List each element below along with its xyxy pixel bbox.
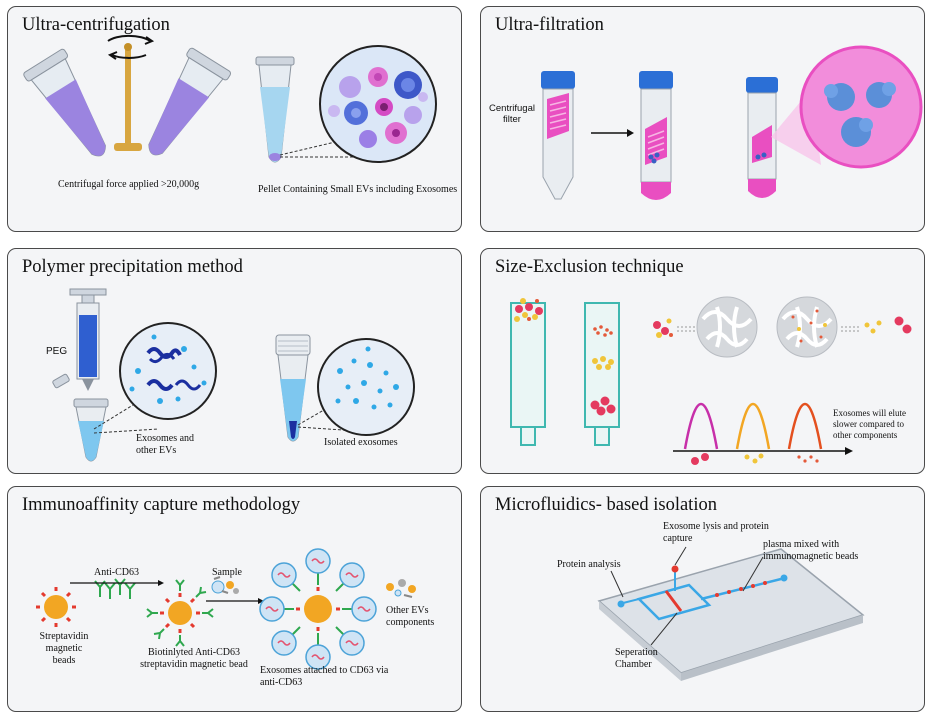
- panel-polymer-precipitation: Polymer precipitation method: [7, 248, 462, 474]
- pellet-tube: [255, 56, 295, 163]
- panel-title: Immunoaffinity capture methodology: [22, 495, 301, 515]
- sample-tube: [52, 373, 109, 462]
- porous-bead-2: [776, 296, 838, 358]
- peg-label: PEG: [46, 346, 68, 357]
- rotor-stand: [107, 34, 155, 151]
- exosomes-other-evs-label: Exosomes and other EVs: [136, 433, 195, 456]
- separation-chamber-label: Seperation Chamber: [615, 647, 658, 670]
- ultrafiltration-illustration: [541, 45, 923, 200]
- column-1: [510, 298, 546, 446]
- polymer-illustration: [52, 288, 415, 462]
- exosome-lysis-label: Exosome lysis and protein capture: [663, 521, 769, 544]
- anti-cd63-antibodies: [94, 578, 136, 599]
- force-label: Centrifugal force applied >20,000g: [58, 179, 200, 190]
- isolated-tube: [275, 334, 311, 442]
- isolated-zoom-circle: [317, 338, 415, 436]
- biotinylated-bead: [146, 579, 214, 647]
- streptavidin-label: Streptavidin magnetic beads: [39, 631, 89, 666]
- right-tube: [148, 47, 232, 156]
- other-evs: [386, 579, 416, 598]
- panel-ultrafiltration: Ultra-filtration: [480, 6, 925, 232]
- panel-ultracentrifugation: Ultra-centrifugation: [7, 6, 462, 232]
- sample-particles: [211, 576, 239, 594]
- porous-bead-1: [696, 296, 758, 358]
- sample-label: Sample: [212, 567, 242, 578]
- peg-syringe: [69, 288, 107, 391]
- panel-title: Polymer precipitation method: [22, 257, 243, 277]
- exosomes-attached-label: Exosomes attached to CD63 via anti-CD63: [260, 665, 389, 688]
- panel-size-exclusion: Size-Exclusion technique: [480, 248, 925, 474]
- panel-microfluidics: Microfluidics- based isolation Protein a…: [480, 486, 925, 712]
- panel-title: Size-Exclusion technique: [495, 257, 684, 277]
- elution-axis: [673, 402, 853, 465]
- microfluidics-illustration: [597, 546, 865, 681]
- panel-title: Ultra-centrifugation: [22, 15, 170, 35]
- pellet-zoom-circle: [319, 45, 437, 163]
- filter-tube-2: [639, 71, 673, 200]
- filter-tube-3: [746, 77, 778, 198]
- biotinylated-label: Biotinlyted Anti-CD63 streptavidin magne…: [140, 647, 248, 670]
- plasma-mixed-label: plasma mixed with immunomagnetic beads: [763, 539, 859, 562]
- panel-title: Ultra-filtration: [495, 15, 604, 35]
- panel-title: Microfluidics- based isolation: [495, 495, 717, 515]
- captured-exosome-complex: [259, 548, 377, 670]
- exosome-zoom-circle: [119, 322, 217, 420]
- filter-tube-1: [541, 71, 575, 200]
- protein-analysis-label: Protein analysis: [557, 559, 621, 570]
- microfluidic-chip: [597, 548, 865, 681]
- pellet-label: Pellet Containing Small EVs including Ex…: [258, 184, 458, 195]
- elute-label: Exosomes will elute slower compared to o…: [833, 408, 906, 440]
- streptavidin-bead: [36, 587, 76, 627]
- left-tube: [23, 48, 106, 157]
- filter-zoom-circle: [799, 45, 923, 169]
- flow-arrow: [591, 129, 634, 137]
- anti-cd63-label: Anti-CD63: [94, 567, 139, 578]
- other-evs-label: Other EVs components: [386, 605, 435, 628]
- isolated-exosomes-label: Isolated exosomes: [324, 437, 398, 448]
- size-exclusion-illustration: [510, 296, 912, 465]
- centrifugal-filter-label: Centrifugal filter: [489, 103, 535, 126]
- column-2: [584, 302, 620, 446]
- ultracentrifugation-illustration: [23, 34, 437, 163]
- immunoaffinity-illustration: [36, 548, 416, 670]
- panel-immunoaffinity: Immunoaffinity capture methodology: [7, 486, 462, 712]
